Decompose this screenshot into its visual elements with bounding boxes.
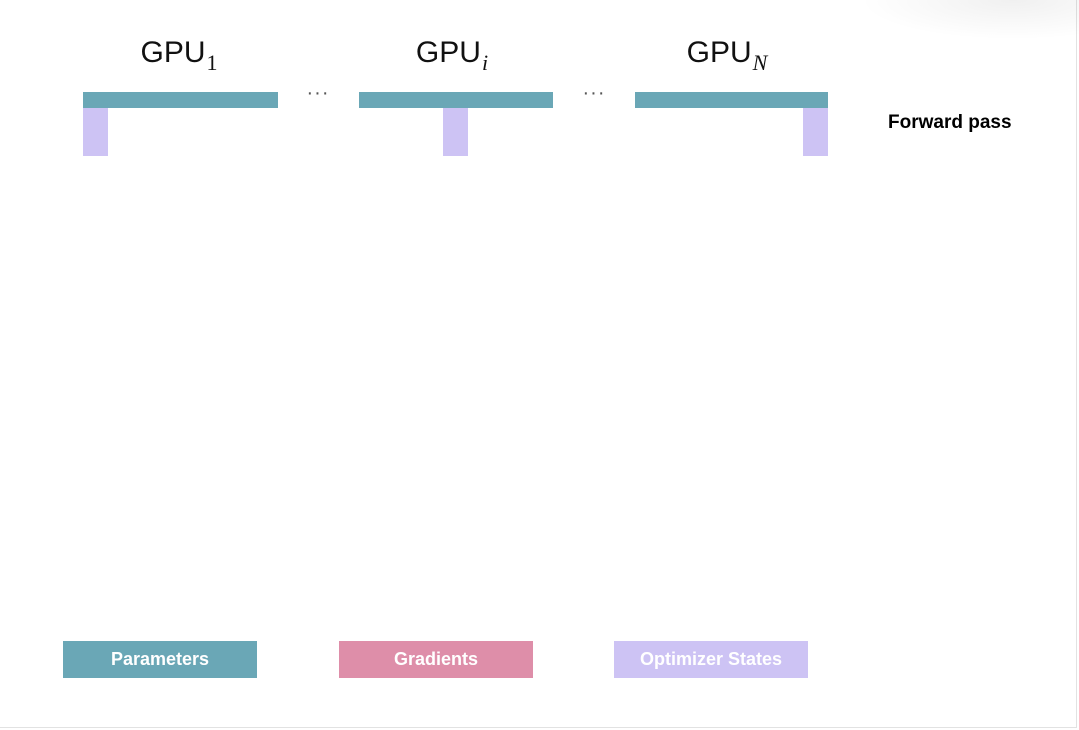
gpu-n-label: GPUN <box>686 36 768 75</box>
gpu-i-subscript: i <box>481 50 489 75</box>
gpu-n-optimizer-shard <box>803 108 828 156</box>
phase-label: Forward pass <box>888 112 1012 133</box>
legend-gradients: Gradients <box>339 641 533 678</box>
gpu-n-subscript: N <box>752 50 768 75</box>
gpu-i-parameters-bar <box>359 92 553 108</box>
gpu-i-base: GPU <box>415 36 481 69</box>
gpu-1-subscript: 1 <box>206 50 218 75</box>
gpu-n-base: GPU <box>686 36 752 69</box>
ellipsis-left: ··· <box>306 82 330 104</box>
gpu-1-base: GPU <box>140 36 206 69</box>
ellipsis-right: ··· <box>582 82 606 104</box>
gpu-i-optimizer-shard <box>443 108 468 156</box>
gpu-1-optimizer-shard <box>83 108 108 156</box>
gpu-1-parameters-bar <box>83 92 278 108</box>
gpu-1-label: GPU1 <box>140 36 217 75</box>
legend-parameters: Parameters <box>63 641 257 678</box>
corner-shadow <box>859 0 1079 40</box>
legend-optimizer-states: Optimizer States <box>614 641 808 678</box>
gpu-n-parameters-bar <box>635 92 828 108</box>
gpu-i-label: GPUi <box>415 36 488 75</box>
